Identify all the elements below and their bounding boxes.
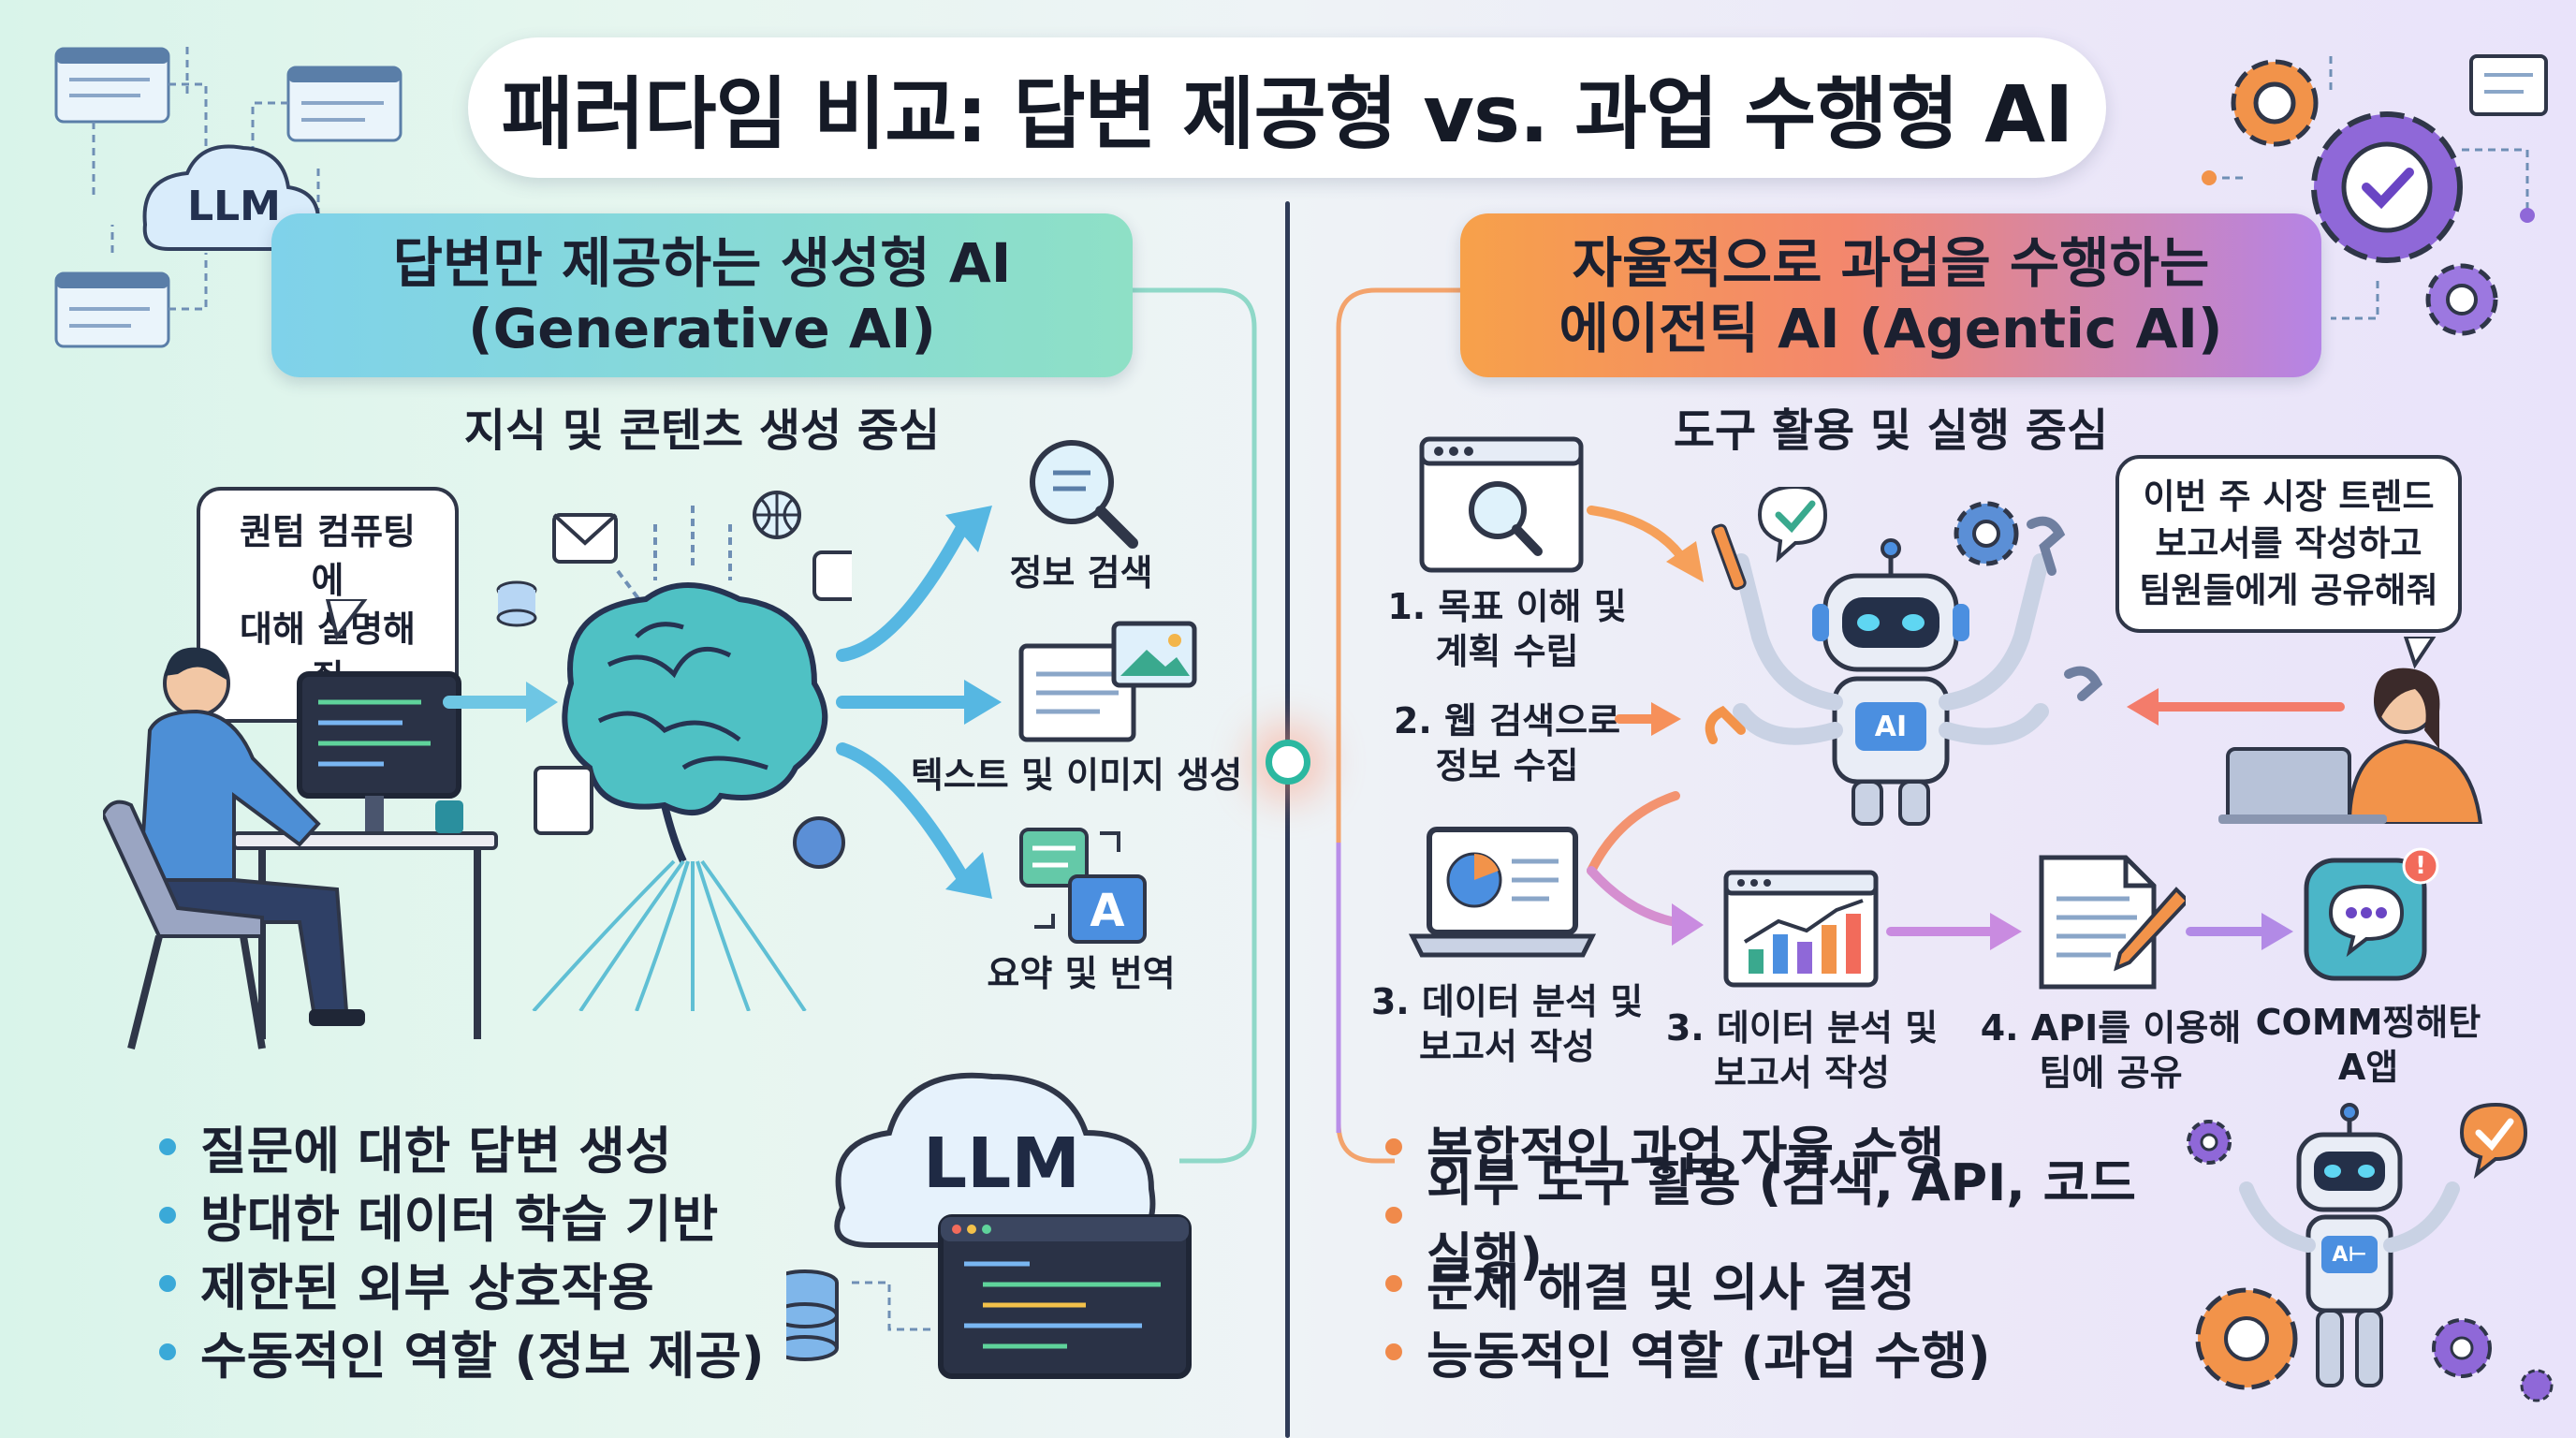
bullet-dot	[159, 1206, 176, 1224]
bullet-dot	[1385, 1343, 1402, 1360]
generative-feature-item: 질문에 대한 답변 생성	[159, 1112, 833, 1181]
llm-badge-large: LLM	[923, 1123, 1080, 1204]
user-task-bubble: 이번 주 시장 트렌드 보고서를 작성하고 팀원들에게 공유해줘	[2115, 455, 2462, 633]
generative-feature-item: 제한된 외부 상호작용	[159, 1249, 833, 1317]
chat-app-icon: !	[2303, 847, 2443, 988]
agentic-feature-list: 복합적인 과업 자율 수행 외부 도구 활용 (검색, API, 코드 실행) …	[1385, 1112, 2190, 1386]
document-pen-icon	[2039, 855, 2186, 990]
generative-feature-item: 방대한 데이터 학습 기반	[159, 1181, 833, 1249]
generative-feature-item: 수동적인 역할 (정보 제공)	[159, 1317, 833, 1386]
page-title: 패러다임 비교: 답변 제공형 vs. 과업 수행형 AI	[468, 37, 2106, 178]
bullet-dot	[159, 1274, 176, 1292]
translate-letter: A	[1090, 885, 1125, 937]
step5-caption: COMM찡해탄 A앱	[2237, 1000, 2499, 1090]
bullet-dot	[1385, 1206, 1402, 1224]
gear-network-decoration	[2190, 37, 2565, 346]
llm-cloud-illustration: LLM	[771, 1049, 1208, 1386]
ai-robot-illustration: AI	[1685, 484, 2134, 833]
step2-caption: 2. 웹 검색으로 정보 수집	[1376, 698, 1638, 788]
small-robot-chest-label: A⊢	[2332, 1242, 2367, 1267]
generative-banner-line2: (Generative AI)	[468, 296, 936, 360]
agentic-feature-item: 외부 도구 활용 (검색, API, 코드 실행)	[1385, 1153, 2190, 1286]
arrow-right-icon	[443, 682, 558, 723]
agentic-feature-text: 능동적인 역할 (과업 수행)	[1427, 1327, 1991, 1386]
step3a-caption: 3. 데이터 분석 및 보고서 작성	[1367, 979, 1647, 1069]
generative-feature-text: 방대한 데이터 학습 기반	[200, 1190, 719, 1249]
generative-feature-text: 질문에 대한 답변 생성	[200, 1122, 672, 1181]
step1-line2: 계획 수립	[1435, 631, 1579, 672]
user-task-line2: 보고서를 작성하고	[2155, 523, 2422, 564]
llm-badge-small: LLM	[187, 183, 281, 230]
generative-feature-list: 질문에 대한 답변 생성 방대한 데이터 학습 기반 제한된 외부 상호작용 수…	[159, 1112, 833, 1386]
translate-icon: A	[1016, 824, 1156, 946]
user-at-computer-illustration	[100, 597, 505, 1058]
notification-mark: !	[2415, 852, 2426, 880]
step4-caption: 4. API를 이용해 팀에 공유	[1970, 1005, 2251, 1095]
step3a-line2: 보고서 작성	[1418, 1026, 1596, 1067]
llm-brain-illustration	[496, 487, 872, 1013]
agentic-banner-line2: 에이전틱 AI (Agentic AI)	[1559, 296, 2223, 360]
divider-hub-node	[1266, 740, 1310, 785]
user-task-line3: 팀원들에게 공유해줘	[2139, 570, 2438, 610]
generative-banner-line1: 답변만 제공하는 생성형 AI	[392, 230, 1012, 295]
output-search-label: 정보 검색	[1009, 552, 1153, 594]
bullet-dot	[159, 1343, 176, 1360]
step4-line2: 팀에 공유	[2039, 1052, 2183, 1093]
generative-feature-text: 제한된 외부 상호작용	[200, 1258, 654, 1317]
output-generate-label: 텍스트 및 이미지 생성	[910, 755, 1243, 796]
step1-line1: 1. 목표 이해 및	[1387, 586, 1627, 627]
document-image-icon	[1018, 621, 1197, 742]
agentic-feature-item: 문제 해결 및 의사 결정	[1385, 1249, 2190, 1317]
agentic-feature-item: 능동적인 역할 (과업 수행)	[1385, 1317, 2190, 1386]
step3b-line2: 보고서 작성	[1713, 1052, 1891, 1093]
bullet-dot	[159, 1137, 176, 1155]
bullet-dot	[1385, 1274, 1402, 1292]
generative-ai-banner: 답변만 제공하는 생성형 AI (Generative AI)	[271, 213, 1133, 377]
agentic-feature-text: 복합적인 과업 자율 수행	[1427, 1122, 1945, 1181]
bar-chart-icon	[1723, 870, 1879, 988]
user-with-laptop-illustration	[2218, 637, 2483, 824]
step2-line1: 2. 웹 검색으로	[1393, 700, 1621, 741]
gear-icon	[2231, 59, 2319, 147]
center-divider	[1285, 201, 1290, 1438]
step3b-line1: 3. 데이터 분석 및	[1665, 1007, 1939, 1049]
agentic-banner-line1: 자율적으로 과업을 수행하는	[1572, 230, 2210, 295]
laptop-analytics-icon	[1409, 827, 1596, 958]
output-flow-arrows	[836, 506, 1002, 899]
step3b-caption: 3. 데이터 분석 및 보고서 작성	[1661, 1005, 1942, 1095]
step3a-line1: 3. 데이터 분석 및	[1370, 981, 1644, 1022]
step5-line1: COMM찡해탄	[2255, 1002, 2481, 1043]
agentic-feature-text: 외부 도구 활용 (검색, API, 코드 실행)	[1427, 1152, 2136, 1286]
generative-subtitle: 지식 및 콘텐츠 생성 중심	[463, 404, 941, 457]
small-robot-illustration: A⊢	[2181, 1095, 2555, 1423]
agentic-ai-banner: 자율적으로 과업을 수행하는 에이전틱 AI (Agentic AI)	[1460, 213, 2321, 377]
magnifier-icon	[1030, 440, 1138, 549]
robot-chest-label: AI	[1874, 710, 1908, 743]
step4-line1: 4. API를 이용해	[1980, 1007, 2242, 1049]
step1-caption: 1. 목표 이해 및 계획 수립	[1376, 584, 1638, 674]
browser-search-icon	[1419, 436, 1584, 573]
step5-line2: A앱	[2337, 1047, 2399, 1088]
generative-feature-text: 수동적인 역할 (정보 제공)	[200, 1327, 765, 1386]
agentic-feature-item: 복합적인 과업 자율 수행	[1385, 1112, 2190, 1181]
user-question-line1: 퀀텀 컴퓨팅에	[239, 511, 417, 601]
step2-line2: 정보 수집	[1435, 745, 1579, 786]
llm-network-decoration: LLM	[37, 37, 431, 356]
user-task-line1: 이번 주 시장 트렌드	[2143, 477, 2435, 517]
output-summary-label: 요약 및 번역	[987, 953, 1176, 994]
agentic-subtitle: 도구 활용 및 실행 중심	[1673, 404, 2109, 457]
bullet-dot	[1385, 1137, 1402, 1155]
agentic-feature-text: 문제 해결 및 의사 결정	[1427, 1258, 1916, 1317]
